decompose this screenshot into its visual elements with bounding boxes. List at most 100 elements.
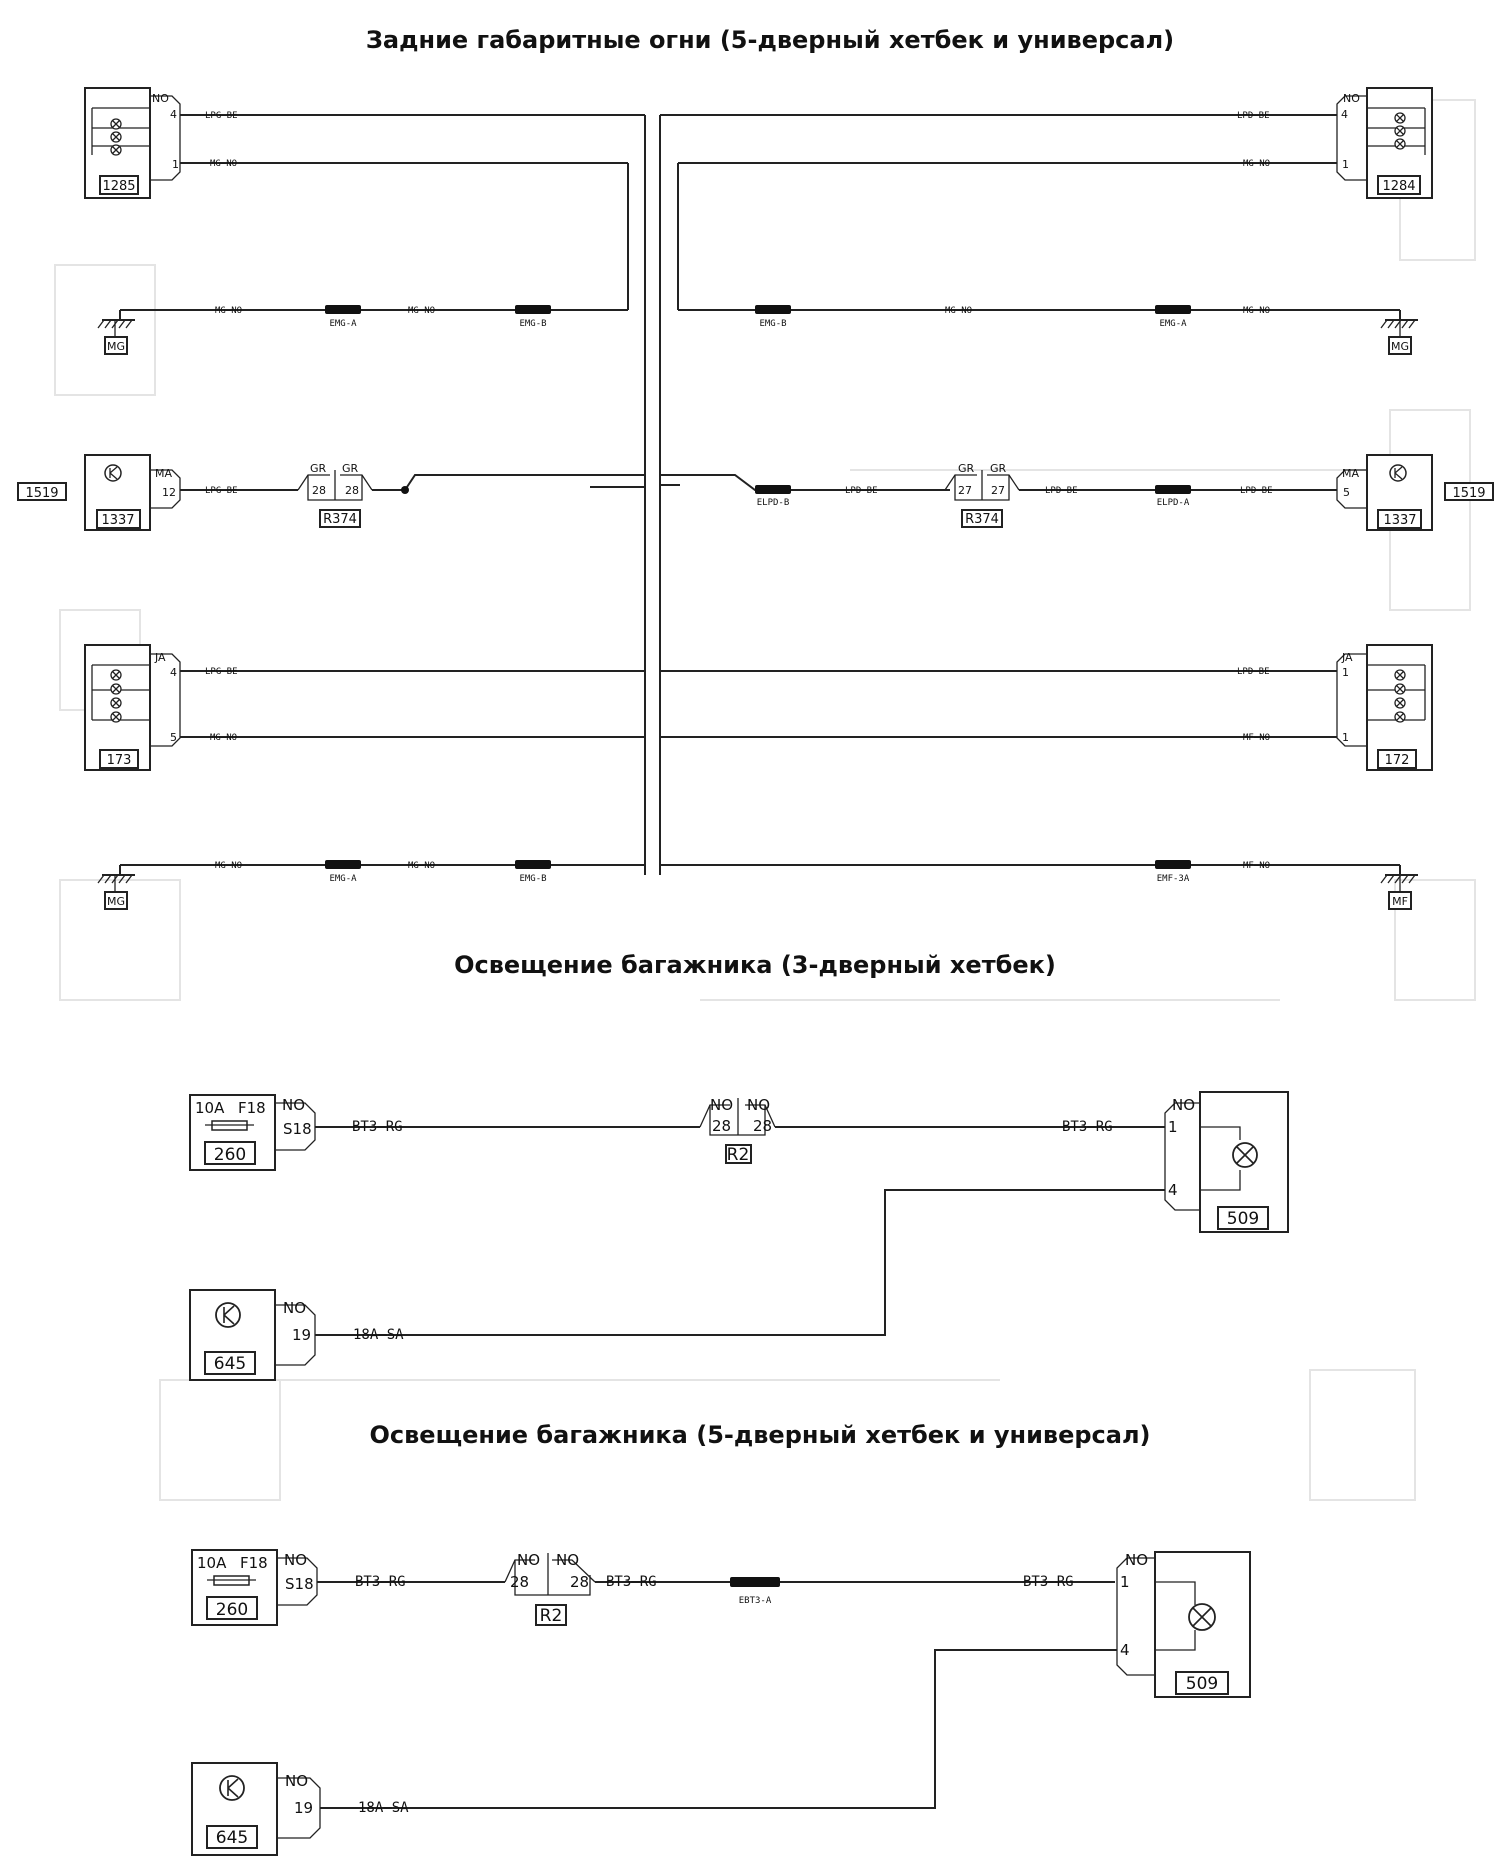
ground-label: MG — [107, 895, 125, 908]
splice-label: EMG-B — [519, 319, 546, 329]
connector-label: NO — [1343, 92, 1360, 105]
splice-emg-a — [1155, 305, 1191, 314]
fuse-pin: S18 — [283, 1120, 312, 1138]
wire-label: MG—NO — [210, 733, 237, 743]
splice-label: ELPD-A — [1157, 498, 1190, 508]
trunk-3door-section: 10A F18 260 NO S18 BT3—RG NO NO 28 28 R2… — [189, 1091, 1289, 1381]
fuse-box-260[interactable]: 10A F18 260 — [191, 1549, 278, 1626]
wire-label: MG—NO — [215, 306, 242, 316]
pin-label: 1 — [172, 158, 179, 171]
wire-label: LPD—BE — [1045, 486, 1078, 496]
trunk-5door-title: Освещение багажника (5-дверный хетбек и … — [369, 1421, 1150, 1449]
component-1284[interactable]: 1284 — [1366, 87, 1433, 199]
lamp-icon — [1232, 1142, 1258, 1168]
pin-label: 28 — [753, 1117, 772, 1135]
switch-645[interactable]: 645 — [189, 1289, 276, 1381]
switch-645[interactable]: 645 — [191, 1762, 278, 1856]
pin-label: 1 — [1168, 1118, 1178, 1136]
connector-label: GR — [990, 462, 1007, 475]
splice-ebt3-a — [730, 1577, 780, 1587]
pin-label: 1 — [1342, 666, 1349, 679]
component-173[interactable]: 173 — [84, 644, 151, 771]
splice-emg-b — [755, 305, 791, 314]
bulb-icon — [110, 683, 122, 695]
wire-label: MF—NO — [1243, 733, 1270, 743]
connector-label: MA — [155, 467, 172, 480]
pin-label: 4 — [1120, 1641, 1130, 1659]
splice-label: EMF-3A — [1157, 874, 1190, 884]
wire-label: LPD—BE — [845, 486, 878, 496]
fuse-box-260[interactable]: 10A F18 260 — [189, 1094, 276, 1171]
component-label: 509 — [1186, 1674, 1218, 1694]
lamp-icon — [1188, 1603, 1216, 1631]
component-label: 645 — [216, 1828, 248, 1848]
splice-emg-b — [515, 305, 551, 314]
wire-label: BT3—RG — [1062, 1119, 1113, 1135]
lamp-509[interactable]: 509 — [1154, 1551, 1251, 1698]
splice-elpd-a — [1155, 485, 1191, 494]
component-172[interactable]: 172 — [1366, 644, 1433, 771]
pin-label: 1 — [1342, 158, 1349, 171]
connector-label: JA — [154, 651, 166, 664]
wire-label: LPG—BE — [205, 486, 238, 496]
connector-label: NO — [710, 1096, 733, 1114]
connector-label: MA — [1342, 467, 1359, 480]
connector-r374-right[interactable]: GR GR 27 27 R374 — [944, 462, 1020, 528]
wire-label: MG—NO — [408, 306, 435, 316]
wire-label: MG—NO — [408, 861, 435, 871]
pin-label: 27 — [958, 484, 972, 497]
connector-r2[interactable]: NO NO 28 28 R2 — [504, 1551, 596, 1626]
wire-label: BT3—RG — [1023, 1574, 1074, 1590]
splice-label: EMG-A — [1159, 319, 1187, 329]
component-label: R2 — [727, 1145, 750, 1165]
wire-label: BT3—RG — [352, 1119, 403, 1135]
wire-label: 18A—SA — [358, 1800, 409, 1816]
bulb-icon — [1394, 711, 1406, 723]
fuse-id: F18 — [240, 1554, 268, 1572]
connector-label: NO — [283, 1299, 306, 1317]
component-1337-left[interactable]: 1337 — [84, 454, 151, 531]
wire-label: BT3—RG — [606, 1574, 657, 1590]
bulb-icon — [110, 118, 122, 130]
component-label: 509 — [1227, 1209, 1259, 1229]
pin-label: 28 — [712, 1117, 731, 1135]
wire-label: MG—NO — [1243, 306, 1270, 316]
component-1337-right[interactable]: 1337 — [1366, 454, 1433, 531]
bulb-icon — [110, 131, 122, 143]
pin-label: 1 — [1120, 1573, 1130, 1591]
component-1285[interactable]: 1285 — [84, 87, 151, 199]
splice-label: ELPD-B — [757, 498, 790, 508]
ground-icon — [97, 310, 135, 337]
splice-elpd-b — [755, 485, 791, 494]
connector-label: NO — [285, 1772, 308, 1790]
light-sensor-icon — [1389, 464, 1407, 482]
pin-label: 19 — [292, 1326, 311, 1344]
fuse-pin: S18 — [285, 1575, 314, 1593]
door-switch-icon — [215, 1302, 241, 1328]
connector-label: NO — [1172, 1096, 1195, 1114]
connector-r374-left[interactable]: GR GR 28 28 R374 — [297, 462, 373, 528]
ground-label: MG — [1391, 340, 1409, 353]
wire-label: MG—NO — [215, 861, 242, 871]
ground-icon — [1380, 865, 1418, 892]
component-label: R374 — [323, 512, 357, 527]
splice-label: EBT3-A — [739, 1596, 772, 1606]
pin-label: 28 — [510, 1573, 529, 1591]
component-label: 1285 — [102, 179, 135, 194]
pin-label: 28 — [570, 1573, 589, 1591]
bulb-icon — [1394, 112, 1406, 124]
component-label: 1519 — [1452, 486, 1485, 501]
connector-r2[interactable]: NO NO 28 28 R2 — [699, 1096, 776, 1165]
light-sensor-icon — [104, 464, 122, 482]
pin-label: 5 — [1343, 486, 1350, 499]
component-label: 645 — [214, 1354, 246, 1374]
connector-label: GR — [958, 462, 975, 475]
pin-label: 1 — [1342, 731, 1349, 744]
ground-icon — [97, 865, 135, 892]
wire-label: LPG—BE — [205, 667, 238, 677]
component-label: 1519 — [25, 486, 58, 501]
pin-label: 4 — [170, 108, 177, 121]
pin-label: 27 — [991, 484, 1005, 497]
lamp-509[interactable]: 509 — [1199, 1091, 1289, 1233]
